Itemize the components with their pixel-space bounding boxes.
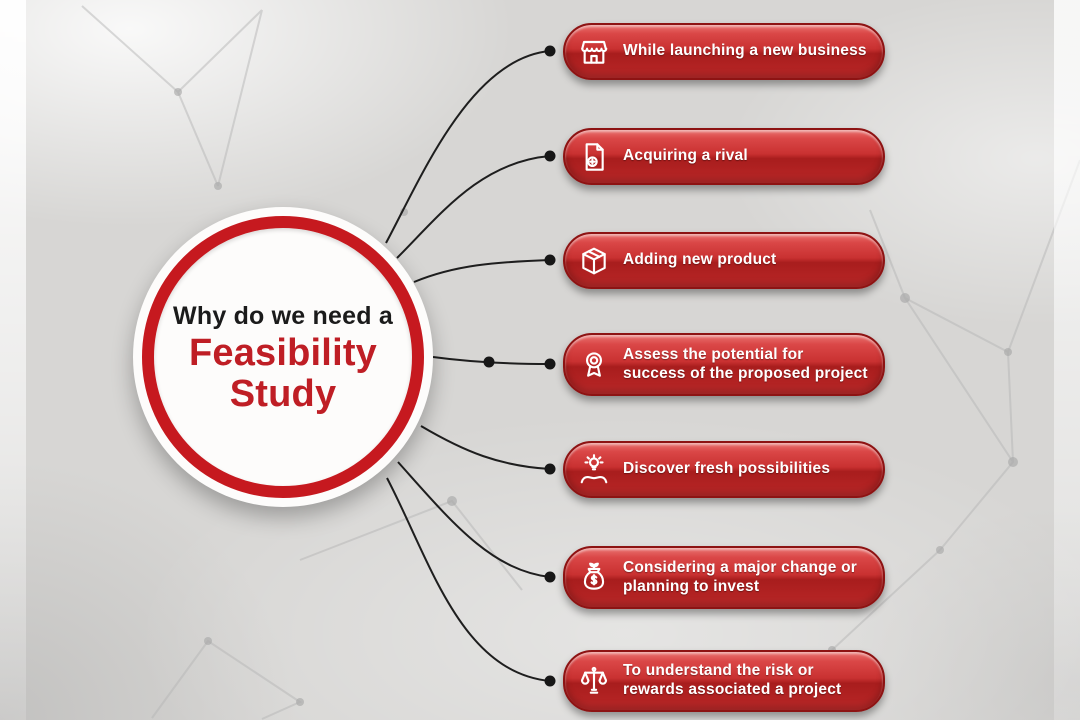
- item-label: To understand the risk or rewards associ…: [623, 662, 842, 698]
- item-card-risk-rewards: To understand the risk or rewards associ…: [563, 650, 885, 712]
- item-label: Adding new product: [623, 251, 777, 269]
- connector-dot: [544, 150, 556, 162]
- scales-icon: [565, 665, 623, 697]
- item-card-discover-possibilities: Discover fresh possibilities: [563, 441, 885, 498]
- item-card-assess-potential: Assess the potential for success of the …: [563, 333, 885, 396]
- connector-line-5: [420, 425, 551, 470]
- connector-line-2: [396, 155, 551, 259]
- connector-line-6: [397, 461, 551, 578]
- item-label: Considering a major change or planning t…: [623, 558, 858, 595]
- connector-dot: [544, 463, 556, 475]
- connector-line-3: [413, 259, 551, 283]
- item-label: Acquiring a rival: [623, 147, 748, 165]
- item-label: Discover fresh possibilities: [623, 460, 831, 478]
- title-line-2: Feasibility: [188, 331, 378, 374]
- item-card-launching-business: While launching a new business: [563, 23, 885, 80]
- item-card-acquiring-rival: Acquiring a rival: [563, 128, 885, 185]
- connector-dot: [544, 254, 556, 266]
- page-title: Why do we need a Feasibility Study: [173, 299, 393, 414]
- connector-line-7: [386, 477, 551, 682]
- title-line-3: Study: [229, 372, 337, 415]
- item-label: While launching a new business: [623, 42, 867, 60]
- item-card-major-change-invest: Considering a major change or planning t…: [563, 546, 885, 609]
- connector-dot: [544, 571, 556, 583]
- package-icon: [565, 245, 623, 277]
- medal-icon: [565, 349, 623, 381]
- item-label: Assess the potential for success of the …: [623, 345, 868, 382]
- storefront-icon: [565, 36, 623, 68]
- connector-dot: [544, 675, 556, 687]
- connector-line-1: [385, 50, 551, 244]
- idea-hands-icon: [565, 453, 623, 486]
- connector-dot: [544, 45, 556, 57]
- document-plus-icon: [565, 141, 623, 173]
- money-bag-icon: [565, 562, 623, 594]
- title-line-1: Why do we need a: [173, 302, 393, 331]
- central-circle: Why do we need a Feasibility Study: [133, 207, 433, 507]
- connector-dot: [544, 358, 556, 370]
- connector-dot: [483, 356, 495, 368]
- item-card-adding-product: Adding new product: [563, 232, 885, 289]
